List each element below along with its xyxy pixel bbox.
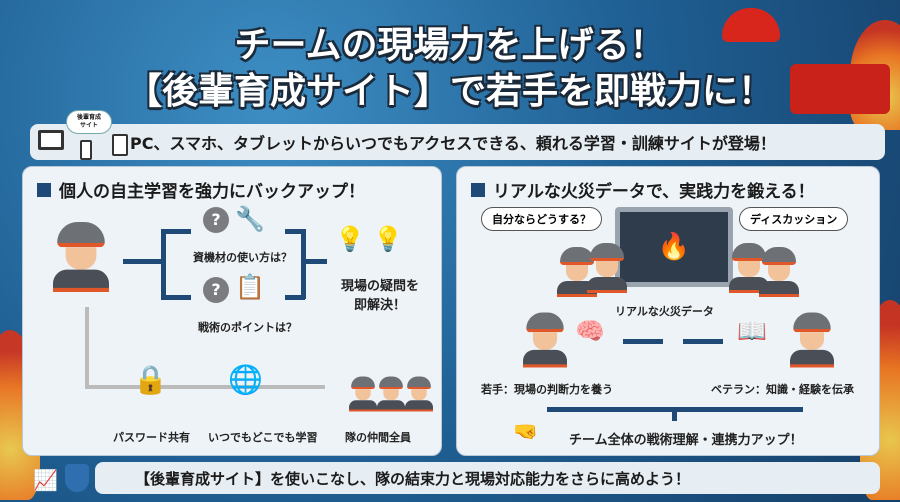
cloud-icon: 後輩育成 サイト xyxy=(66,110,112,134)
young-benefit: 若手：現場の判断力を養う xyxy=(481,383,613,396)
shield-icon xyxy=(65,464,89,492)
tactics-question: 戦術のポイントは？ xyxy=(198,321,297,334)
speech-bubble-discussion: ディスカッション xyxy=(739,207,849,231)
lock-icon: 🔒 xyxy=(133,363,168,396)
young-firefighter xyxy=(523,312,567,368)
feature-password-sharing: パスワード共有 xyxy=(113,431,190,444)
lightbulb-check-icon: 💡 xyxy=(373,225,403,253)
brain-icon: 🧠 xyxy=(575,317,605,345)
tablet-icon xyxy=(112,134,128,156)
self-study-panel: 個人の自主学習を強力にバックアップ！ ? 🔧 資機材の使い方は？ ? 📋 戦術の… xyxy=(22,166,442,456)
firefighter xyxy=(587,243,627,293)
feature-all-members: 隊の仲間全員 xyxy=(345,431,411,444)
question-icon: ? xyxy=(203,277,229,303)
teamwork-fist-bump-icon: 🤜 xyxy=(513,419,538,443)
phone-icon xyxy=(80,140,92,160)
intro-banner: 後輩育成 サイト PC、スマホ、タブレットからいつでもアクセスできる、頼れる学習… xyxy=(30,110,885,160)
real-fire-data-label: リアルな火災データ xyxy=(615,305,714,318)
tactics-clipboard-icon: 📋 xyxy=(235,273,265,301)
devices-icon: 後輩育成 サイト xyxy=(36,110,128,160)
title-line-1: チームの現場力を上げる！ xyxy=(234,25,666,66)
fire-truck-icon xyxy=(790,64,890,114)
monitor-icon xyxy=(38,130,64,150)
feature-anytime-learning: いつでもどこでも学習 xyxy=(208,431,318,444)
team-members-icon xyxy=(343,369,439,419)
equipment-question: 資機材の使い方は？ xyxy=(193,251,292,264)
speech-bubble-what-would-i-do: 自分ならどうする？ xyxy=(481,207,602,231)
intro-text: PC、スマホ、タブレットからいつでもアクセスできる、頼れる学習・訓練サイトが登場… xyxy=(130,134,776,153)
self-study-heading: 個人の自主学習を強力にバックアップ！ xyxy=(37,177,365,202)
footer-text: 【後輩育成サイト】を使いこなし、隊の結束力と現場対応能力をさらに高めよう！ xyxy=(135,469,691,488)
firefighter-with-tablet xyxy=(53,222,109,292)
footer-banner: 📈 【後輩育成サイト】を使いこなし、隊の結束力と現場対応能力をさらに高めよう！ xyxy=(33,462,880,494)
real-data-heading: リアルな火災データで、実践力を鍛える！ xyxy=(471,177,815,202)
team-result: チーム全体の戦術理解・連携力アップ！ xyxy=(569,433,803,448)
veteran-firefighter xyxy=(790,312,834,368)
clock-globe-icon: 🌐 xyxy=(228,363,263,396)
growth-chart-icon: 📈 xyxy=(33,468,58,492)
veteran-firefighter xyxy=(759,247,799,297)
firefighter xyxy=(729,243,769,293)
book-icon: 📖 xyxy=(737,317,767,345)
solve-result: 現場の疑問を 即解決！ xyxy=(341,279,420,313)
wrench-icon: 🔧 xyxy=(235,205,265,233)
monitor-fire-data: 🔥 xyxy=(615,207,733,287)
title-line-2: 【後輩育成サイト】で若手を即戦力に！ xyxy=(125,71,774,112)
question-icon: ? xyxy=(203,207,229,233)
lightbulb-check-icon: 💡 xyxy=(335,225,365,253)
veteran-benefit: ベテラン：知識・経験を伝承 xyxy=(711,383,854,396)
real-data-panel: リアルな火災データで、実践力を鍛える！ 自分ならどうする？ ディスカッション 🔥… xyxy=(456,166,880,456)
